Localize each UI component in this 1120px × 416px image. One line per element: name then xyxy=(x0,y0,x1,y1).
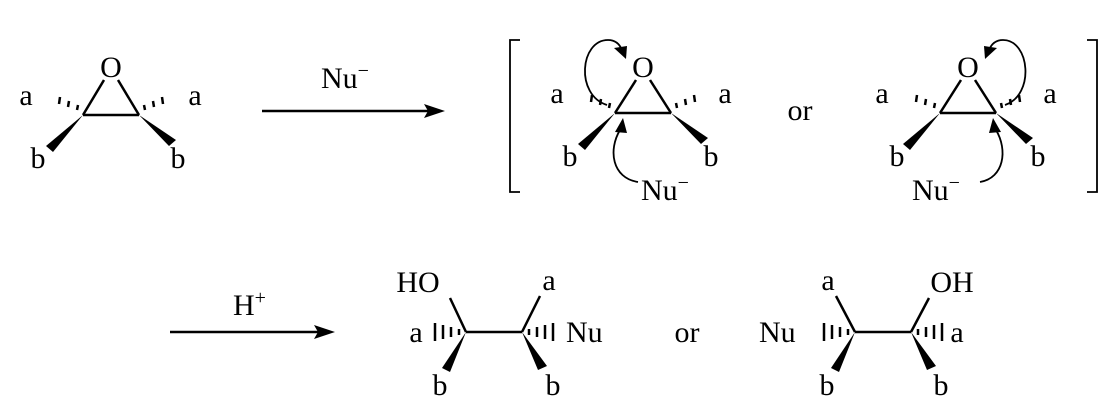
nucleophile-label: Nu− xyxy=(641,172,689,207)
substituent-a-top: a xyxy=(542,264,555,297)
hydroxyl-label: OH xyxy=(930,266,973,299)
wedge-bond-right xyxy=(522,332,547,370)
curved-arrow-nucleophile-attack xyxy=(979,129,1004,183)
or-label-bottom: or xyxy=(675,316,700,349)
substituent-b-right: b xyxy=(934,369,949,402)
substituent-b-left: b xyxy=(433,369,448,402)
hydroxyl-label: HO xyxy=(396,266,439,299)
oxygen-label: O xyxy=(632,51,654,84)
product-left: HO a a Nu b b xyxy=(396,264,602,402)
reaction-arrow-nucleophile: Nu− xyxy=(262,60,445,118)
arrow-head-1 xyxy=(424,104,445,118)
substituent-b-right: b xyxy=(546,369,561,402)
substituent-b-right: b xyxy=(171,142,186,175)
hashed-bond-right xyxy=(674,94,697,109)
curved-arrow-head xyxy=(615,118,627,133)
wedge-bond-left xyxy=(442,332,466,372)
substituent-a-right: a xyxy=(1043,77,1056,110)
epoxide-o-left-bond xyxy=(81,79,106,116)
curved-arrow-bond-to-oxygen xyxy=(584,39,623,106)
substituent-a-left: a xyxy=(19,79,32,112)
c-a-bond xyxy=(520,295,542,333)
c-a-bond xyxy=(834,295,857,333)
substituent-a-top: a xyxy=(821,264,834,297)
substituent-nu: Nu xyxy=(759,316,796,349)
substituent-a-right: a xyxy=(718,77,731,110)
transition-state-left: O a a b b Nu− xyxy=(550,39,732,207)
product-right: a OH Nu a b b xyxy=(759,264,974,402)
left-bracket xyxy=(509,39,520,193)
wedge-bond-left xyxy=(46,115,83,152)
curved-arrow-bond-to-oxygen xyxy=(988,39,1027,106)
curved-arrow-nucleophile-attack xyxy=(612,129,639,183)
c-oh-bond xyxy=(448,297,468,333)
curved-arrow-head xyxy=(984,46,997,59)
substituent-b-right: b xyxy=(1031,140,1046,173)
substituent-b-left: b xyxy=(31,142,46,175)
c-oh-bond xyxy=(909,297,931,333)
wedge-bond-right xyxy=(911,332,936,370)
hashed-bond-left xyxy=(822,323,850,341)
hashed-bond-right xyxy=(916,323,944,341)
substituent-b-left: b xyxy=(820,369,835,402)
or-label-top: or xyxy=(788,94,813,127)
hashed-bond-left xyxy=(914,94,937,109)
substituent-a-right: a xyxy=(188,79,201,112)
epoxide-o-right-bond xyxy=(116,79,141,116)
hashed-bond-left xyxy=(57,96,80,111)
substituent-b-right: b xyxy=(704,140,719,173)
arrow-head-2 xyxy=(314,325,335,339)
transition-state-right: O a a b b Nu− xyxy=(875,39,1057,207)
nucleophile-label: Nu− xyxy=(912,172,960,207)
reaction-arrow-protonation: H+ xyxy=(170,287,335,339)
reactant-epoxide: O a a b b xyxy=(19,51,201,175)
reagent-proton-label: H+ xyxy=(233,287,266,322)
substituent-a-left: a xyxy=(409,316,422,349)
wedge-bond-right xyxy=(139,115,176,146)
substituent-a-right: a xyxy=(950,316,963,349)
oxygen-label: O xyxy=(957,51,979,84)
substituent-a-left: a xyxy=(875,77,888,110)
hashed-bond-right xyxy=(142,96,165,111)
substituent-nu: Nu xyxy=(566,316,603,349)
reagent-nucleophile-label: Nu− xyxy=(321,60,369,95)
wedge-bond-left xyxy=(831,332,855,372)
right-bracket xyxy=(1087,39,1098,193)
substituent-b-left: b xyxy=(563,140,578,173)
substituent-b-left: b xyxy=(890,140,905,173)
hashed-bond-right xyxy=(527,323,555,341)
hashed-bond-left xyxy=(433,323,461,341)
curved-arrow-head xyxy=(614,46,627,59)
substituent-a-left: a xyxy=(550,77,563,110)
curved-arrow-head xyxy=(989,118,1001,133)
oxygen-label: O xyxy=(100,51,122,84)
